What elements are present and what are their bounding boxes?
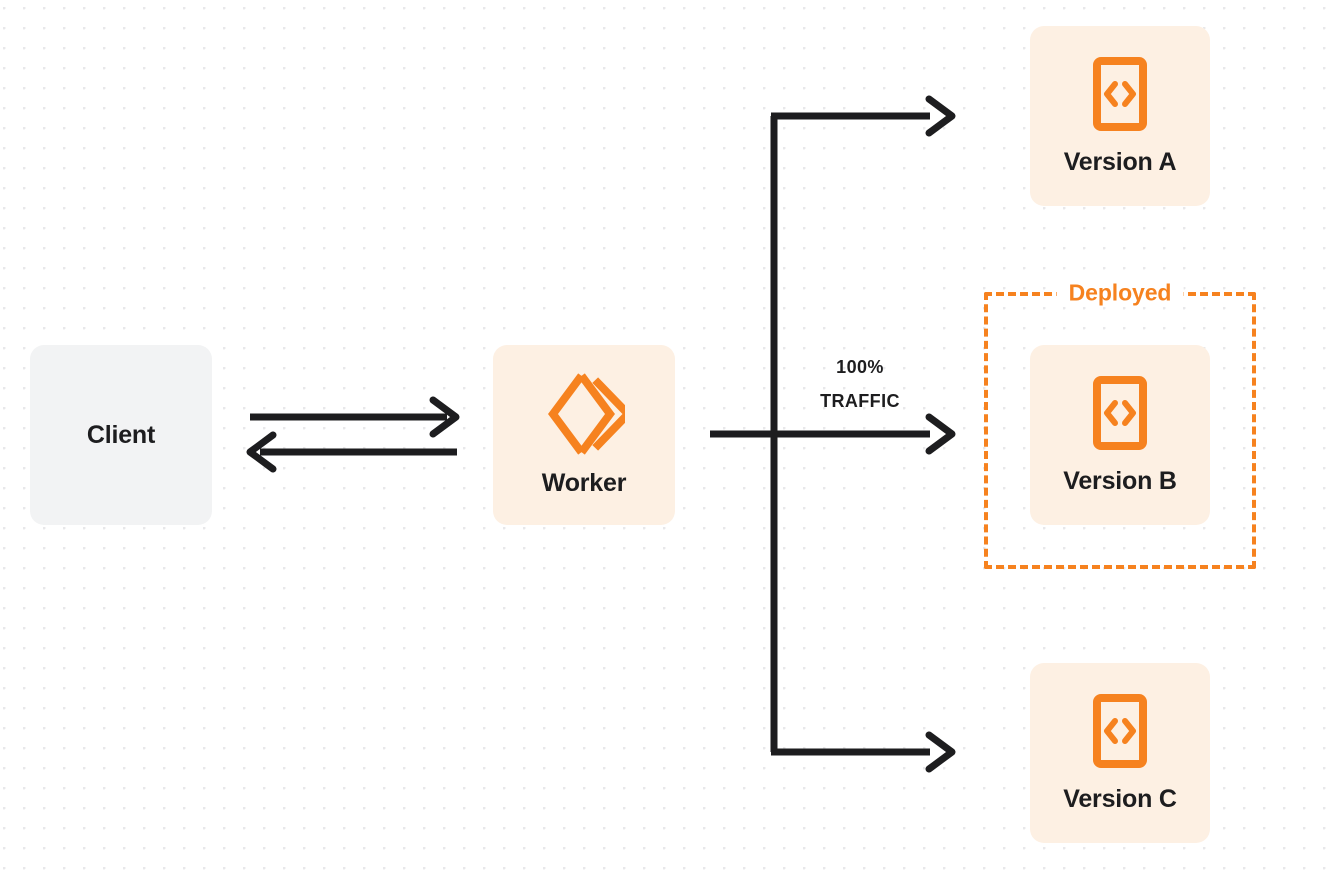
edge-client-to-worker bbox=[250, 396, 460, 438]
edge-branch-trunk bbox=[710, 116, 930, 752]
code-file-icon bbox=[1092, 375, 1148, 451]
traffic-word: TRAFFIC bbox=[820, 391, 900, 412]
edge-worker-to-client bbox=[246, 431, 457, 473]
code-file-icon bbox=[1092, 693, 1148, 769]
node-version-a[interactable]: Version A bbox=[1030, 26, 1210, 206]
node-version-c[interactable]: Version C bbox=[1030, 663, 1210, 843]
edge-worker-to-version-b bbox=[925, 413, 956, 455]
deployed-group-label: Deployed bbox=[1056, 281, 1184, 305]
node-version-b-label: Version B bbox=[1063, 466, 1177, 495]
node-client[interactable]: Client bbox=[30, 345, 212, 525]
code-file-icon bbox=[1092, 56, 1148, 132]
node-version-b[interactable]: Version B bbox=[1030, 345, 1210, 525]
edge-worker-to-version-c bbox=[771, 731, 956, 773]
node-worker-label: Worker bbox=[541, 468, 627, 497]
edge-worker-to-version-a bbox=[771, 95, 956, 137]
node-client-label: Client bbox=[86, 420, 156, 449]
node-version-c-label: Version C bbox=[1063, 784, 1177, 813]
deployed-group: Deployed bbox=[984, 281, 1256, 569]
cloudflare-workers-logo-icon bbox=[543, 372, 634, 455]
traffic-label: 100% TRAFFIC bbox=[790, 350, 930, 418]
node-worker[interactable]: Worker bbox=[493, 345, 675, 525]
node-version-a-label: Version A bbox=[1063, 147, 1177, 176]
traffic-percent: 100% bbox=[836, 357, 884, 377]
